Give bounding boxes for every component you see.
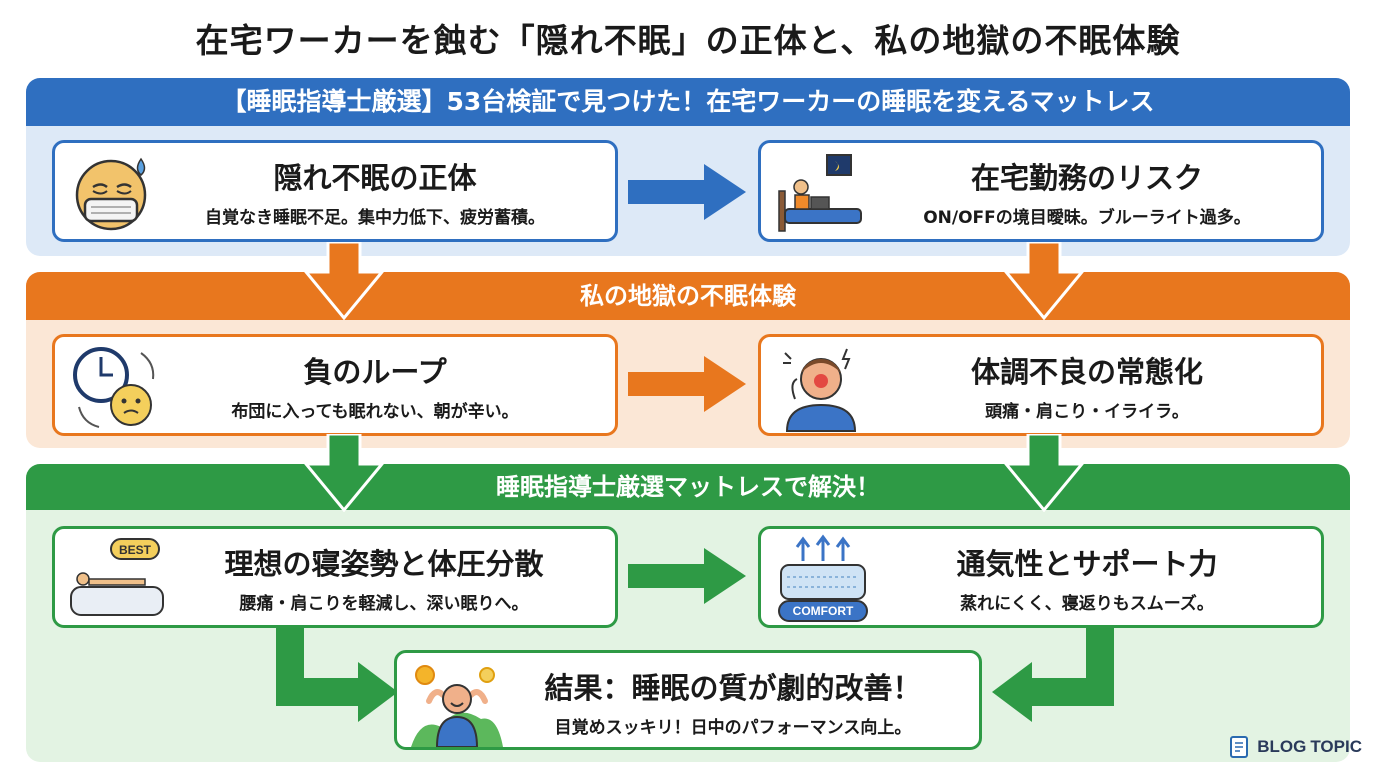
logo-text: TOPIC [1310, 737, 1362, 756]
best-badge-text: BEST [119, 543, 152, 557]
arrow-down-orange-left [304, 242, 384, 320]
card-breathability: COMFORT 通気性とサポート力 蒸れにくく、寝返りもスムーズ。 [758, 526, 1324, 628]
card-description: 布団に入っても眠れない、朝が辛い。 [231, 402, 519, 422]
arrow-elbow-left [276, 628, 398, 722]
arrow-right-orange [628, 356, 746, 412]
card-remote-work-risk: 在宅勤務のリスク ON/OFFの境目曖昧。ブルーライト過多。 [758, 140, 1324, 242]
result-description: 目覚めスッキリ！日中のパフォーマンス向上。 [554, 718, 912, 738]
page-title: 在宅ワーカーを蝕む「隠れ不眠」の正体と、私の地獄の不眠体験 [195, 21, 1181, 60]
card-description: 自覚なき睡眠不足。集中力低下、疲労蓄積。 [205, 208, 545, 228]
blog-logo-icon [1230, 736, 1249, 758]
arrow-right-blue [628, 164, 746, 220]
card-result: 結果：睡眠の質が劇的改善！ 目覚めスッキリ！日中のパフォーマンス向上。 [394, 650, 982, 750]
arrow-elbow-right [992, 628, 1114, 722]
arrow-down-green-right [1004, 434, 1084, 512]
card-description: ON/OFFの境目曖昧。ブルーライト過多。 [923, 208, 1251, 228]
card-title: 通気性とサポート力 [956, 547, 1218, 581]
arrow-down-green-left [304, 434, 384, 512]
mattress-person-icon: BEST [67, 537, 167, 623]
card-description: 腰痛・肩こりを軽減し、深い眠りへ。 [239, 594, 529, 614]
section-header: 睡眠指導士厳選マットレスで解決！ [26, 464, 1350, 510]
logo-text-bold: BLOG [1257, 737, 1307, 756]
card-title: 理想の寝姿勢と体圧分散 [224, 547, 544, 581]
card-hidden-insomnia: 隠れ不眠の正体 自覚なき睡眠不足。集中力低下、疲労蓄積。 [52, 140, 618, 242]
headache-person-icon [777, 343, 863, 433]
happy-person-sun-icon [411, 659, 503, 748]
card-title: 体調不良の常態化 [970, 355, 1203, 389]
card-description: 蒸れにくく、寝返りもスムーズ。 [960, 594, 1214, 614]
bed-laptop-icon [775, 151, 865, 235]
card-title: 在宅勤務のリスク [970, 161, 1203, 195]
blog-topic-logo: BLOG TOPIC [1229, 732, 1362, 762]
tired-face-mask-icon [71, 151, 155, 235]
card-ideal-posture: BEST 理想の寝姿勢と体圧分散 腰痛・肩こりを軽減し、深い眠りへ。 [52, 526, 618, 628]
card-chronic-illness: 体調不良の常態化 頭痛・肩こり・イライラ。 [758, 334, 1324, 436]
arrow-right-green [628, 548, 746, 604]
card-negative-loop: 負のループ 布団に入っても眠れない、朝が辛い。 [52, 334, 618, 436]
section-header: 私の地獄の不眠体験 [26, 272, 1350, 320]
card-title: 負のループ [303, 355, 447, 389]
section-header: 【睡眠指導士厳選】53台検証で見つけた！在宅ワーカーの睡眠を変えるマットレス [26, 78, 1350, 126]
breathable-mattress-icon: COMFORT [773, 533, 873, 625]
card-description: 頭痛・肩こり・イライラ。 [985, 402, 1189, 422]
card-title: 隠れ不眠の正体 [273, 161, 477, 195]
result-title: 結果：睡眠の質が劇的改善！ [544, 671, 922, 705]
clock-loop-icon [69, 343, 161, 433]
comfort-badge-text: COMFORT [793, 604, 854, 618]
arrow-down-orange-right [1004, 242, 1084, 320]
